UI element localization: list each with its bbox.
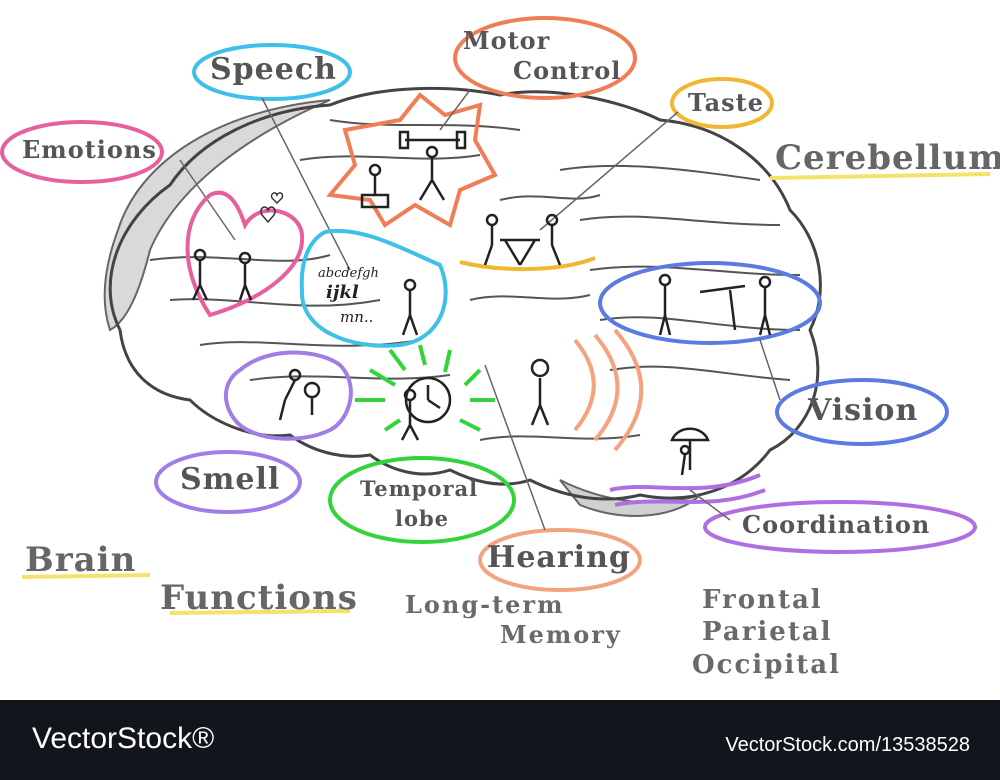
smell-ring bbox=[154, 450, 302, 514]
footer-brand: VectorStock® bbox=[32, 722, 215, 755]
emotions-leader bbox=[179, 159, 236, 241]
taste-ring bbox=[670, 77, 774, 129]
footer-image-code: VectorStock.com/13538528 bbox=[725, 734, 970, 756]
label-frontal: Frontal bbox=[702, 585, 823, 615]
label-temporal-line1: Temporal bbox=[360, 476, 479, 501]
hearing-leader bbox=[484, 364, 546, 531]
title-line1: Brain bbox=[25, 540, 137, 580]
speech-ring bbox=[192, 43, 352, 101]
label-vision: Vision bbox=[808, 393, 919, 428]
stick-figures bbox=[191, 130, 772, 476]
coordination-leader bbox=[689, 489, 731, 521]
heart-doodles bbox=[260, 192, 284, 224]
diagram-canvas: abcdefgh ijkl mn.. Speech Motor Control … bbox=[0, 16, 1000, 680]
taste-region bbox=[459, 256, 596, 272]
label-hearing: Hearing bbox=[487, 540, 631, 575]
speech-letters-3: mn.. bbox=[340, 308, 373, 326]
cerebellum-underline bbox=[769, 172, 991, 180]
taste-leader bbox=[539, 111, 679, 231]
label-temporal-line2: lobe bbox=[395, 506, 450, 531]
label-parietal: Parietal bbox=[702, 617, 833, 647]
emotions-ring bbox=[0, 120, 164, 184]
vision-leader bbox=[759, 339, 781, 401]
speech-leader bbox=[261, 97, 351, 271]
label-emotions: Emotions bbox=[22, 135, 157, 164]
motor-ring bbox=[453, 16, 637, 100]
title-line2: Functions bbox=[160, 578, 358, 618]
hearing-ring bbox=[478, 528, 642, 592]
label-occipital: Occipital bbox=[692, 650, 841, 680]
brain-sketch: abcdefgh ijkl mn.. bbox=[0, 16, 991, 615]
emotions-heart bbox=[185, 190, 305, 318]
label-cerebellum: Cerebellum bbox=[775, 138, 1000, 178]
smell-region bbox=[224, 350, 353, 441]
label-motor-line1: Motor bbox=[463, 26, 551, 55]
label-long-term: Long-term bbox=[405, 590, 565, 619]
speech-letters-1: abcdefgh bbox=[318, 266, 379, 281]
label-smell: Smell bbox=[180, 462, 281, 497]
motor-burst bbox=[326, 92, 498, 229]
motor-leader bbox=[439, 89, 471, 131]
label-coordination: Coordination bbox=[742, 510, 931, 539]
coordination-waves bbox=[609, 473, 766, 507]
label-motor-line2: Control bbox=[513, 56, 622, 85]
hearing-waves bbox=[573, 328, 644, 452]
label-speech: Speech bbox=[210, 52, 337, 87]
temporal-rays bbox=[355, 344, 495, 432]
vision-region bbox=[598, 261, 822, 345]
label-memory: Memory bbox=[500, 620, 622, 649]
title-highlight-2 bbox=[169, 609, 351, 615]
label-taste: Taste bbox=[688, 88, 764, 117]
speech-region bbox=[299, 228, 448, 348]
speech-letters-2: ijkl bbox=[326, 282, 359, 303]
footer-bar: VectorStock® VectorStock.com/13538528 bbox=[0, 700, 1000, 780]
brain-shadow-hatch bbox=[103, 99, 331, 332]
vision-ring bbox=[775, 378, 949, 446]
brain-gyri bbox=[149, 119, 801, 441]
temporal-ring bbox=[328, 456, 516, 544]
coordination-ring bbox=[703, 500, 977, 554]
title-highlight-1 bbox=[21, 573, 151, 579]
